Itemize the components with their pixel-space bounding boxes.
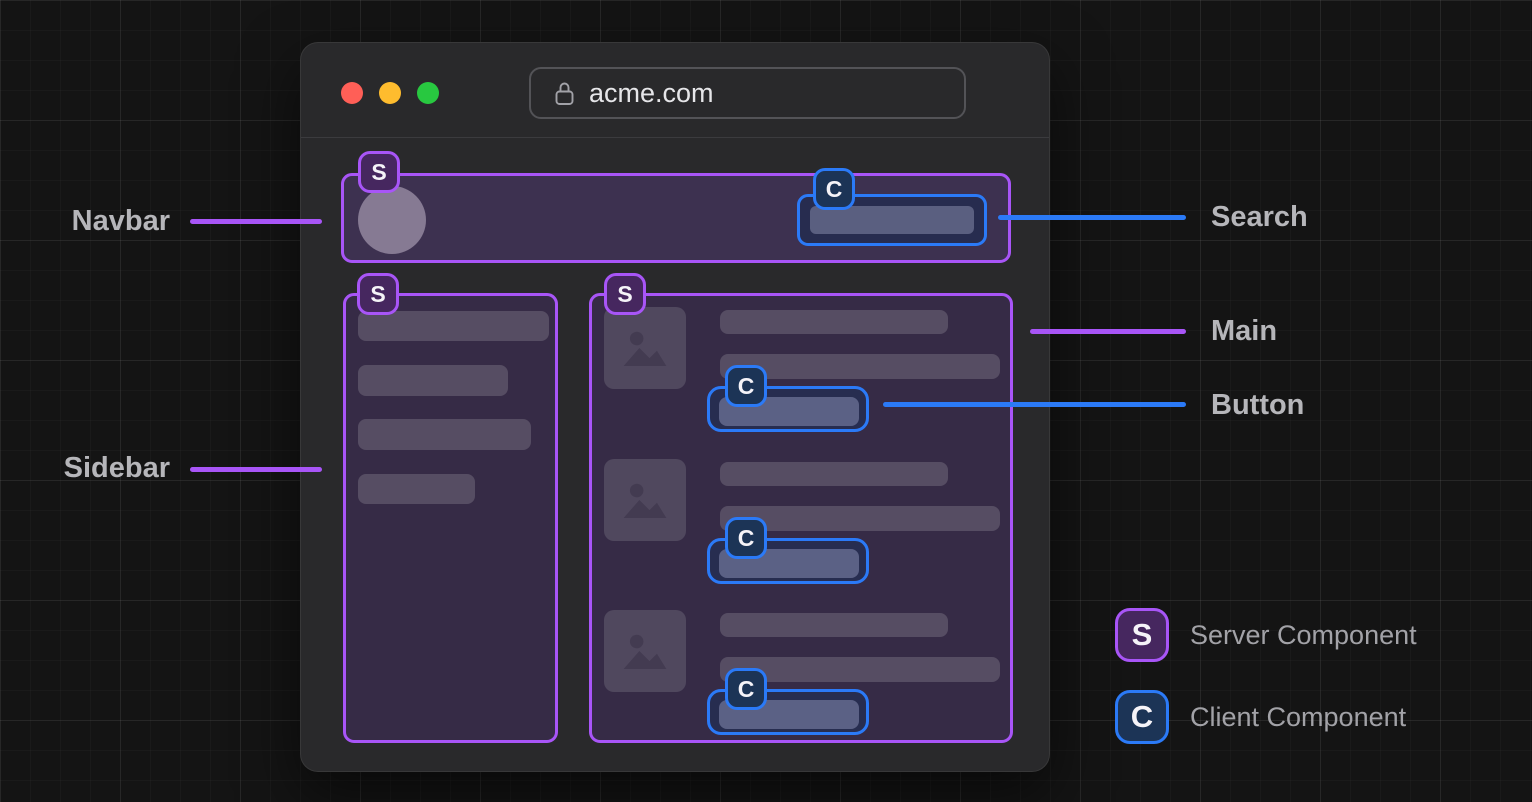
search-input-skeleton[interactable] — [810, 206, 974, 234]
card: C — [592, 610, 1016, 738]
skeleton-title — [720, 310, 948, 334]
legend-item-client: C Client Component — [1115, 690, 1406, 744]
image-placeholder — [604, 307, 686, 389]
connector-button — [883, 402, 1186, 407]
navbar-label: Navbar — [71, 205, 170, 237]
button-label: Button — [1211, 389, 1305, 421]
search-component[interactable] — [797, 194, 987, 246]
main-component: C C — [589, 293, 1013, 743]
client-badge-button: C — [725, 365, 767, 407]
url-bar[interactable]: acme.com — [529, 67, 966, 119]
server-badge-sidebar: S — [357, 273, 399, 315]
sidebar-label: Sidebar — [63, 452, 170, 484]
browser-chrome: acme.com — [301, 43, 1049, 138]
skeleton-title — [720, 613, 948, 637]
skeleton-line — [358, 365, 508, 396]
image-placeholder — [604, 610, 686, 692]
traffic-light-close[interactable] — [341, 82, 363, 104]
image-placeholder — [604, 459, 686, 541]
card: C — [592, 307, 1016, 435]
skeleton-title — [720, 462, 948, 486]
connector-sidebar — [190, 467, 322, 472]
server-badge-navbar: S — [358, 151, 400, 193]
button-component[interactable] — [707, 386, 869, 432]
sidebar-component — [343, 293, 558, 743]
skeleton-line — [358, 311, 549, 341]
client-badge-search: C — [813, 168, 855, 210]
connector-search — [998, 215, 1186, 220]
button-component[interactable] — [707, 538, 869, 584]
photo-icon — [618, 321, 672, 375]
traffic-light-minimize[interactable] — [379, 82, 401, 104]
legend-server-label: Server Component — [1190, 619, 1417, 650]
server-badge-legend: S — [1115, 608, 1169, 662]
client-badge-legend: C — [1115, 690, 1169, 744]
photo-icon — [618, 624, 672, 678]
card: C — [592, 459, 1016, 587]
main-label: Main — [1211, 315, 1278, 347]
connector-navbar — [190, 219, 322, 224]
server-badge-main: S — [604, 273, 646, 315]
photo-icon — [618, 473, 672, 527]
avatar[interactable] — [358, 186, 426, 254]
navbar-component — [341, 173, 1011, 263]
traffic-light-zoom[interactable] — [417, 82, 439, 104]
connector-main — [1030, 329, 1186, 334]
search-label: Search — [1211, 201, 1308, 233]
url-text: acme.com — [589, 77, 714, 108]
skeleton-line — [358, 419, 531, 450]
skeleton-line — [358, 474, 475, 504]
legend-client-label: Client Component — [1190, 701, 1407, 732]
lock-icon — [553, 80, 576, 107]
legend-item-server: S Server Component — [1115, 608, 1417, 662]
browser-window: acme.com S C S — [300, 42, 1050, 772]
client-badge-button: C — [725, 517, 767, 559]
client-badge-button: C — [725, 668, 767, 710]
